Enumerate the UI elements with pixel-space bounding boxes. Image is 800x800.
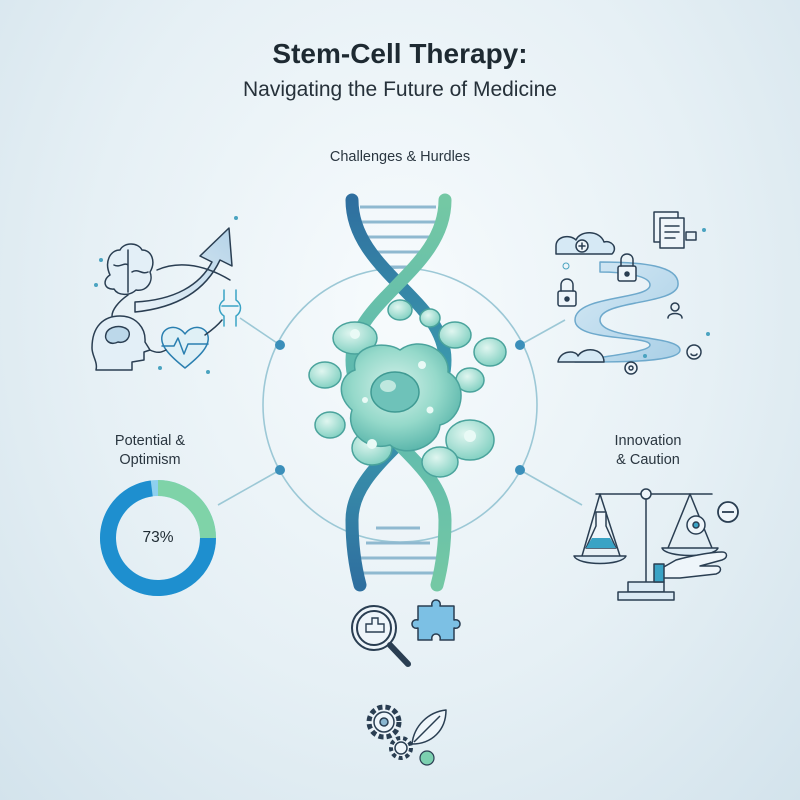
joint-icon (218, 289, 242, 327)
stem-cell-cluster-icon (308, 299, 507, 478)
minus-icon (717, 501, 739, 523)
puzzle-piece-icon (411, 599, 461, 641)
challenges-icon-group (555, 211, 702, 375)
balance-scale-icon (573, 488, 719, 601)
connector-lower-right (519, 469, 583, 506)
head-profile-icon (91, 315, 151, 371)
label-innovation-line2: & Caution (616, 452, 680, 468)
user-icon (667, 302, 683, 319)
gear-icon-scale (686, 515, 706, 535)
magnifier-icon (351, 605, 411, 667)
connector-lower-left (217, 469, 281, 506)
connector-dots (275, 340, 525, 475)
gauge-percent-label: 73% (142, 529, 174, 546)
smiley-icon (686, 344, 702, 360)
connector-upper-left (239, 317, 281, 346)
page-title: Stem-Cell Therapy: (272, 38, 528, 69)
label-potential: Potential & Optimism (88, 432, 212, 470)
label-innovation-line1: Innovation (614, 433, 682, 449)
heart-pulse-icon (161, 326, 209, 369)
padlock-icon (617, 253, 637, 282)
gear-icon (624, 361, 638, 375)
info-dot-icon (419, 750, 435, 766)
flask-icon (585, 511, 617, 549)
hand-icon (653, 551, 728, 583)
label-potential-line2: Optimism (119, 452, 181, 468)
sparkle-dots-right (562, 228, 710, 358)
label-potential-line1: Potential & (114, 433, 186, 449)
gauge-accent-arc (157, 480, 216, 539)
cycle-arrow (111, 294, 129, 317)
brain-icon (104, 243, 154, 296)
padlock-icon-2 (557, 278, 577, 307)
sparkle-dots (94, 216, 238, 374)
plus-circle-icon (575, 239, 589, 253)
page-subtitle: Navigating the Future of Medicine (242, 78, 557, 101)
gauge-value-arc (100, 480, 216, 596)
progress-gauge (100, 480, 216, 596)
leaf-icon (411, 709, 447, 745)
connector-upper-right (519, 319, 566, 346)
documents-icon (653, 211, 697, 249)
label-innovation: Innovation & Caution (583, 432, 713, 470)
label-challenges: Challenges & Hurdles (329, 149, 471, 165)
rising-arrow-icon (134, 227, 233, 313)
potential-icon-group (91, 227, 242, 371)
gears-icon (366, 704, 413, 760)
